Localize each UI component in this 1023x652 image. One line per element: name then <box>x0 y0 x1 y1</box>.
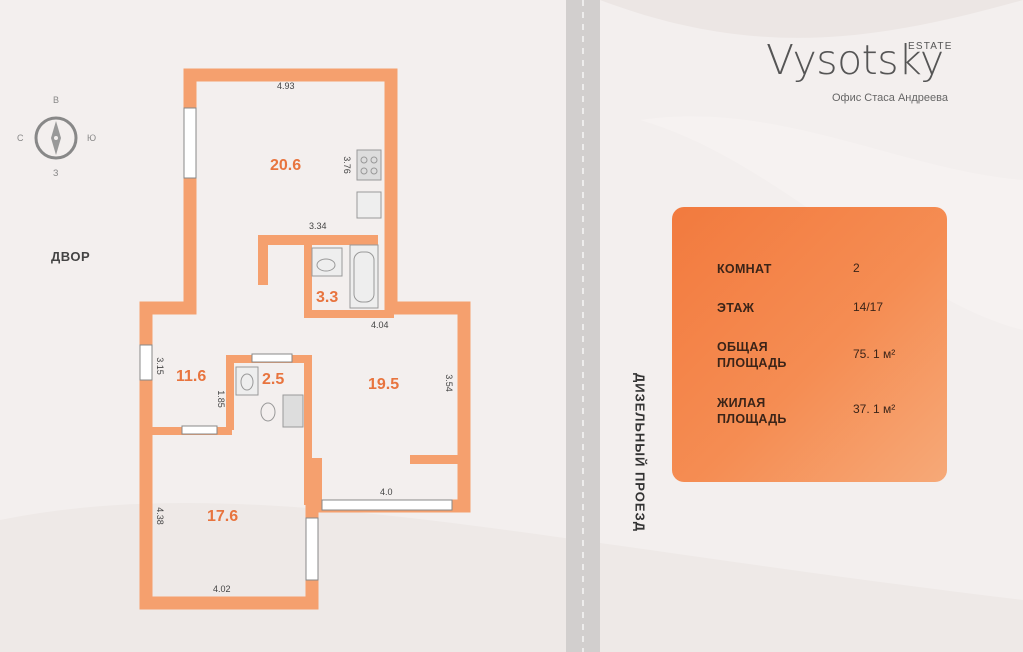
floor-value: 14/17 <box>853 300 884 314</box>
yard-label: ДВОР <box>51 249 91 264</box>
dimension-label: 4.93 <box>277 81 295 91</box>
floor-label: ЭТАЖ <box>717 301 755 315</box>
compass <box>28 113 84 163</box>
dimension-label: 4.38 <box>154 507 165 525</box>
dimension-label: 4.0 <box>380 487 393 497</box>
compass-west: С <box>17 133 24 143</box>
dimension-label: 3.54 <box>443 374 454 392</box>
compass-east: Ю <box>87 133 97 143</box>
living-area-value: 37. 1 м² <box>853 402 896 416</box>
room-bedroom-area: 17.6 <box>207 508 239 525</box>
total-area-label: ОБЩАЯ ПЛОЩАДЬ <box>717 340 787 370</box>
compass-north: В <box>53 95 60 105</box>
dimension-label: 4.02 <box>213 584 231 594</box>
compass-south: З <box>53 168 59 178</box>
brand-estate-label: ESTATE <box>908 41 953 52</box>
brand-logo: Vysotsky <box>766 36 944 84</box>
brand-subtitle: Офис Стаса Андреева <box>832 92 948 104</box>
compass-rose-icon <box>34 116 78 160</box>
rooms-value: 2 <box>853 261 860 275</box>
rooms-label: КОМНАТ <box>717 262 772 276</box>
dimension-label: 3.76 <box>341 156 352 174</box>
room-living-area: 19.5 <box>368 376 400 393</box>
apartment-info-card: КОМНАТ 2 ЭТАЖ 14/17 ОБЩАЯ ПЛОЩАДЬ 75. 1 … <box>672 207 947 482</box>
dimension-label: 3.34 <box>309 221 327 231</box>
living-area-label: ЖИЛАЯ ПЛОЩАДЬ <box>717 396 787 426</box>
dimension-label: 4.04 <box>371 320 389 330</box>
total-area-value: 75. 1 м² <box>853 347 896 361</box>
room-bathroom-area: 3.3 <box>316 289 339 306</box>
room-kitchen-area: 20.6 <box>270 157 302 174</box>
dimension-label: 1.85 <box>215 390 226 408</box>
room-hall-area: 11.6 <box>176 368 207 385</box>
dimension-label: 3.15 <box>154 357 165 375</box>
room-toilet-area: 2.5 <box>262 371 285 388</box>
